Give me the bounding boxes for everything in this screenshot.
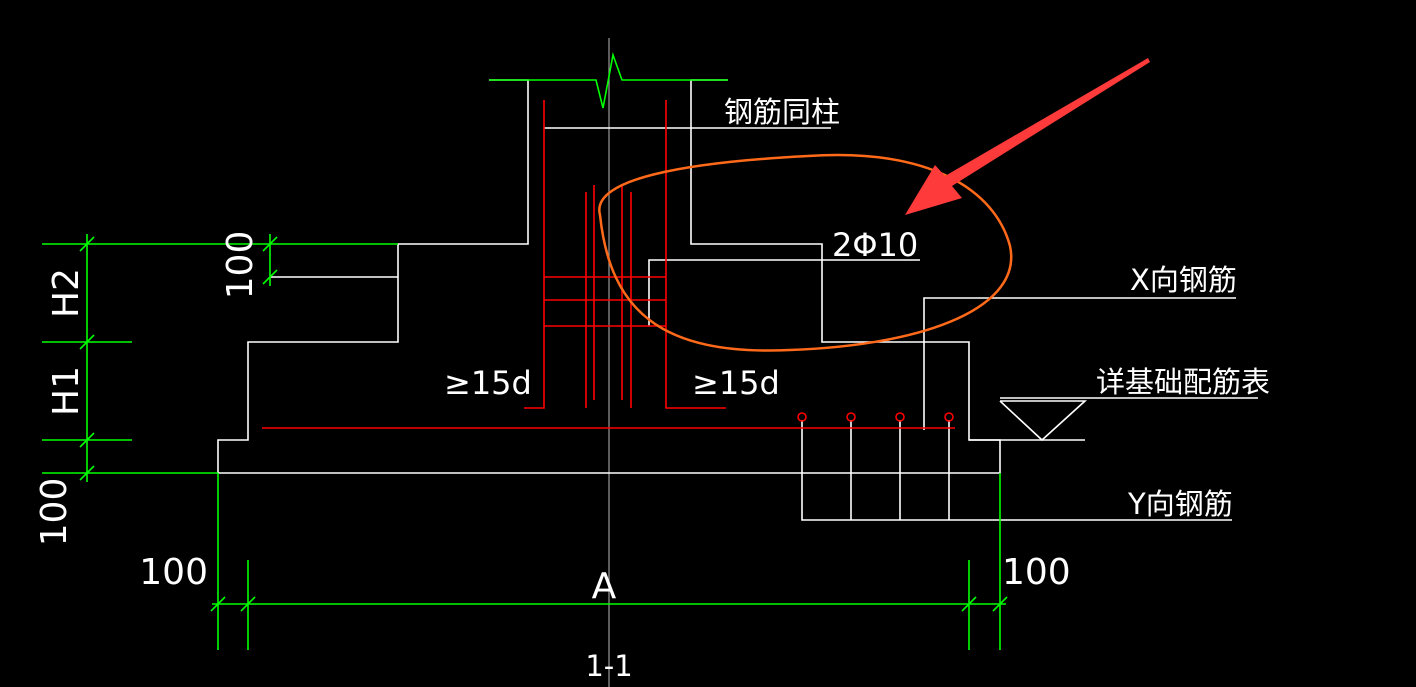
- annotation-arrow: [905, 58, 1150, 215]
- annotation-ellipse: [598, 153, 1013, 352]
- dim-right-100: 100: [1002, 552, 1071, 593]
- dim-base-100: 100: [34, 478, 75, 547]
- label-x-rebar: X向钢筋: [1130, 263, 1237, 297]
- column-break-line: [489, 51, 728, 109]
- dimension-lines: [42, 234, 1008, 650]
- dim-h2: H2: [46, 268, 87, 318]
- label-foundation-table: 详基础配筋表: [1096, 365, 1270, 399]
- dim-left-100: 100: [139, 552, 208, 593]
- section-title: 1-1: [585, 649, 632, 683]
- label-column-rebar: 钢筋同柱: [724, 95, 840, 129]
- label-anchor-right: ≥15d: [692, 364, 780, 402]
- label-stirrup: 2Φ10: [832, 226, 918, 264]
- dim-step-100: 100: [220, 231, 261, 300]
- label-y-rebar: Y向钢筋: [1127, 487, 1233, 521]
- dim-h1: H1: [46, 366, 87, 416]
- foundation-outline: [217, 79, 1258, 521]
- label-anchor-left: ≥15d: [444, 364, 532, 402]
- dim-width-a: A: [592, 566, 617, 607]
